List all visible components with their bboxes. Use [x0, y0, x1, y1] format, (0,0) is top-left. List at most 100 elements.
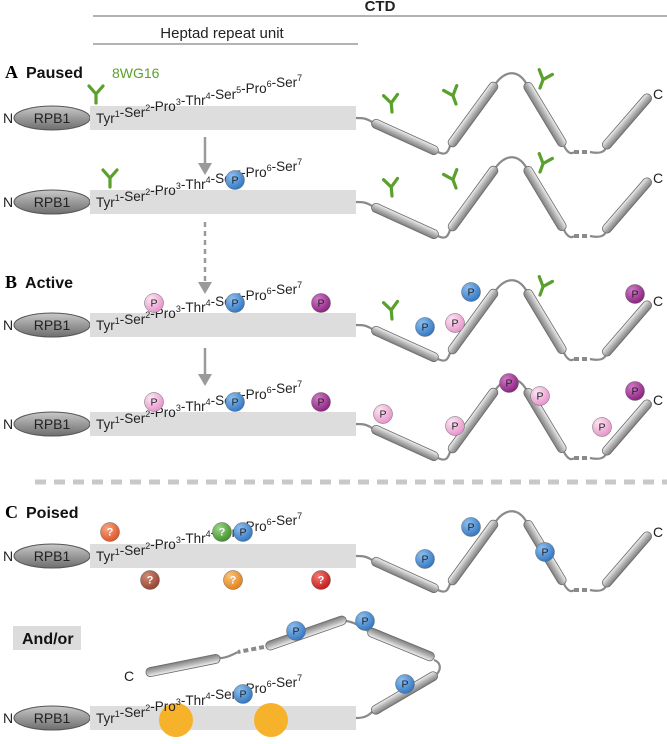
ctd-rod: [602, 399, 652, 456]
antibody-icon: [537, 275, 554, 297]
svg-text:?: ?: [230, 575, 237, 587]
svg-text:P: P: [505, 378, 512, 390]
ctd-rod: [523, 81, 567, 148]
n-terminus-label: N: [3, 317, 13, 333]
linker: [563, 583, 575, 593]
linker: [589, 231, 607, 238]
unknown-mark-ball: ?: [140, 570, 160, 590]
arrow-b1-b2: [198, 348, 212, 386]
linker: [437, 229, 452, 239]
unknown-mark-ball: ?: [100, 522, 120, 542]
ctd-rod: [371, 424, 439, 462]
ctd-zigzag-a2: C: [355, 152, 663, 240]
heptad-sequence: Tyr1-Ser2-Pro3-Thr4-Ser5-Pro6-Ser7: [96, 157, 302, 210]
antibody-icon: [381, 299, 400, 321]
arrow-a2-b1: [198, 222, 212, 294]
n-terminus-label: N: [3, 548, 13, 564]
svg-text:?: ?: [107, 527, 114, 539]
antibody-icon: [537, 152, 554, 174]
rpb1-oval: RPB1: [13, 411, 91, 437]
unknown-mark-ball: ?: [311, 570, 331, 590]
svg-text:P: P: [421, 322, 428, 334]
ser5-phospho-ball: P: [286, 621, 306, 641]
unknown-mark-ball: ?: [212, 522, 232, 542]
ser5-phospho-ball: P: [355, 611, 375, 631]
svg-text:RPB1: RPB1: [34, 194, 71, 210]
ser5-phospho-ball: P: [395, 674, 415, 694]
linker: [589, 147, 607, 154]
ser7-phospho-ball: P: [625, 284, 645, 304]
heptad-bar: [90, 706, 356, 730]
arrow-a1-a2: [198, 137, 212, 175]
ser5-phospho-ball: P: [233, 684, 253, 704]
svg-text:P: P: [541, 547, 548, 559]
svg-text:P: P: [231, 175, 238, 187]
svg-text:RPB1: RPB1: [34, 710, 71, 726]
linker: [437, 451, 452, 461]
ctd-rod: [367, 627, 435, 662]
linker: [355, 323, 373, 330]
linker: [589, 354, 607, 361]
svg-text:P: P: [239, 689, 246, 701]
svg-text:P: P: [451, 421, 458, 433]
svg-text:P: P: [467, 522, 474, 534]
svg-text:P: P: [467, 287, 474, 299]
svg-text:P: P: [598, 422, 605, 434]
svg-text:?: ?: [219, 527, 226, 539]
svg-text:P: P: [231, 298, 238, 310]
svg-text:RPB1: RPB1: [34, 317, 71, 333]
c-terminus-label: C: [653, 293, 663, 309]
linker: [495, 156, 527, 168]
heptad-row-b1: NRPB1Tyr1-Ser2-Pro3-Thr4-Ser5-Pro6-Ser7P…: [3, 280, 356, 338]
andor-box: [13, 626, 81, 650]
linker: [355, 711, 373, 720]
svg-text:RPB1: RPB1: [34, 548, 71, 564]
rpb1-oval: RPB1: [13, 189, 91, 215]
ctd-rod: [523, 165, 567, 232]
svg-text:RPB1: RPB1: [34, 416, 71, 432]
ser5-phospho-ball: P: [225, 392, 245, 412]
heptad-sequence: Tyr1-Ser2-Pro3-Thr4-Ser5-Pro6-Ser7: [96, 73, 302, 126]
linker: [437, 145, 452, 155]
svg-text:P: P: [231, 397, 238, 409]
svg-text:P: P: [631, 289, 638, 301]
c-terminus-label: C: [653, 392, 663, 408]
linker: [433, 658, 441, 675]
linker: [355, 554, 373, 561]
svg-text:P: P: [401, 679, 408, 691]
ser5-phospho-ball: P: [461, 517, 481, 537]
svg-text:?: ?: [318, 575, 325, 587]
linker: [495, 279, 527, 291]
ser5-phospho-ball: P: [415, 317, 435, 337]
svg-text:P: P: [317, 298, 324, 310]
heptad-bar: [90, 412, 356, 436]
antibody-icon: [537, 68, 554, 90]
heptad-row-b2: NRPB1Tyr1-Ser2-Pro3-Thr4-Ser5-Pro6-Ser7P…: [3, 379, 356, 437]
unknown-mark-ball: ?: [223, 570, 243, 590]
linker: [355, 422, 373, 429]
ctd-rod: [145, 653, 221, 678]
svg-text:P: P: [239, 527, 246, 539]
linker: [589, 453, 607, 460]
svg-text:P: P: [379, 409, 386, 421]
n-terminus-label: N: [3, 194, 13, 210]
ser7-phospho-ball: P: [311, 293, 331, 313]
svg-text:?: ?: [147, 575, 154, 587]
proline-isomer-circle-6: [254, 703, 288, 737]
linker: [563, 451, 575, 461]
svg-text:P: P: [536, 391, 543, 403]
ctd-rod: [265, 615, 347, 651]
rpb1-oval: RPB1: [13, 543, 91, 569]
heptad-row-c1: NRPB1Tyr1-Ser2-Pro3-Thr4-Ser5-Pro6-Ser7?…: [3, 511, 356, 590]
svg-text:P: P: [631, 386, 638, 398]
